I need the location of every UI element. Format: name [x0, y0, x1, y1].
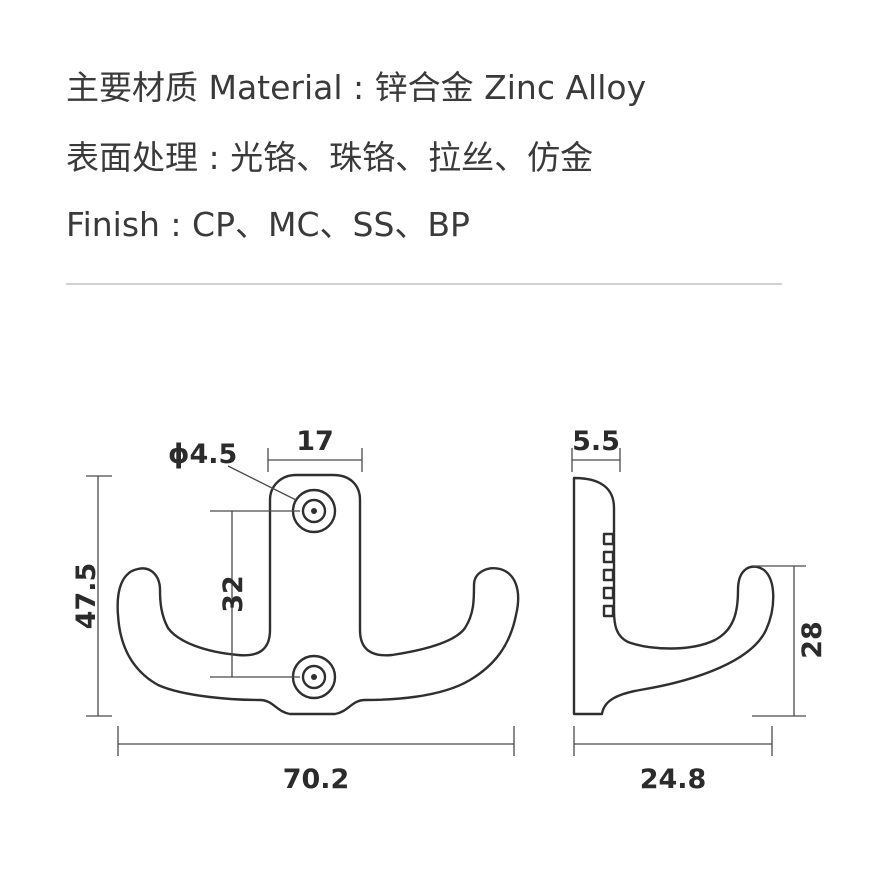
thickness-label: 5.5 — [572, 426, 620, 457]
side-step-marks — [602, 532, 615, 618]
depth-label: 24.8 — [640, 764, 707, 795]
hole-diameter-label: ϕ4.5 — [168, 439, 237, 470]
width-label: 70.2 — [283, 764, 350, 795]
hole-center-distance-label: 32 — [218, 575, 249, 613]
front-view: 17 ϕ4.5 32 47.5 70.2 — [71, 426, 520, 795]
finish-spec-english: Finish : CP、MC、SS、BP — [66, 205, 470, 244]
divider — [66, 283, 782, 285]
hook-height-label: 28 — [797, 621, 828, 659]
material-spec: 主要材质 Material : 锌合金 Zinc Alloy — [66, 68, 647, 107]
height-label: 47.5 — [71, 563, 102, 630]
double-hook-outline — [116, 473, 520, 716]
finish-spec-chinese: 表面处理 : 光铬、珠铬、拉丝、仿金 — [66, 138, 594, 177]
side-hook-outline — [572, 476, 775, 716]
side-view: 5.5 28 24.8 — [571, 426, 828, 795]
hole-spacing-width-label: 17 — [296, 426, 334, 457]
